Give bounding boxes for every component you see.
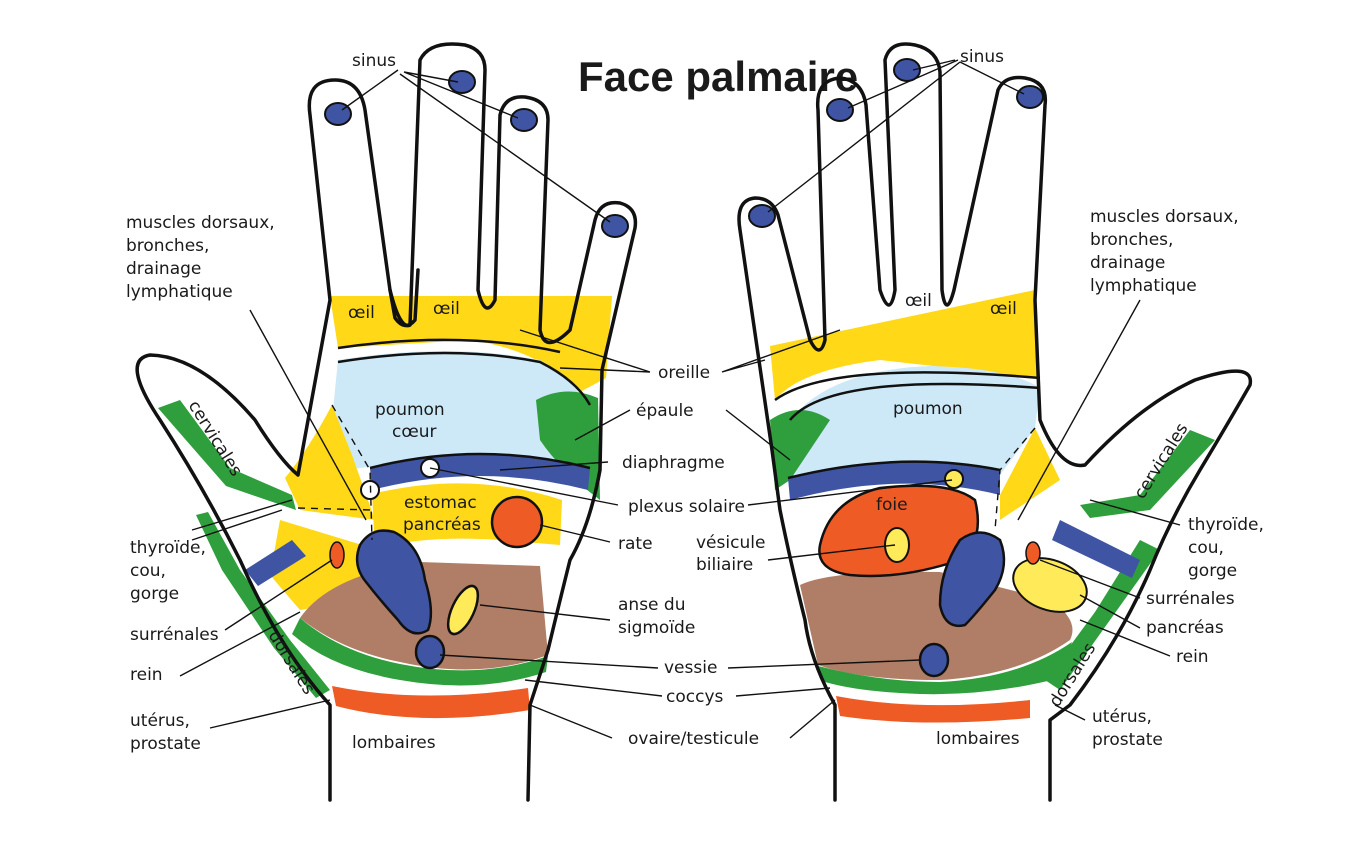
left-muscles-label-1: muscles dorsaux, [126,213,275,233]
left-muscles-label-4: lymphatique [126,282,233,302]
ovaire-label: ovaire/testicule [628,729,759,749]
right-oeil-label-2: œil [990,299,1017,319]
right-surrenales-label: surrénales [1146,589,1235,609]
left-lumbar-orange [332,686,530,719]
diagram-title: Face palmaire [578,53,858,100]
right-blue-bar [1052,520,1140,578]
right-plexus-dot [944,469,964,489]
vesicule-label-1: vésicule [696,533,765,553]
coccys-label: coccys [666,687,724,707]
right-vessie-dot [918,642,950,678]
right-intestine-zone [800,571,1073,680]
plexus-solaire-label: plexus solaire [628,497,745,517]
left-oeil-label-2: œil [433,299,460,319]
left-hand-outline [135,42,638,802]
left-coeur-label: cœur [392,422,437,442]
left-cervical-strip [158,400,296,510]
left-estomac-label: estomac [404,493,477,513]
right-pancreas-label: pancréas [1146,618,1224,638]
right-oeil-label-1: œil [905,291,932,311]
diaphragme-label: diaphragme [622,453,725,473]
left-uterus-label-1: utérus, [130,711,190,731]
rate-label: rate [618,534,653,554]
vesicule-label-2: biliaire [696,555,753,575]
right-sinus-dot-2 [1016,85,1044,109]
left-surrenales-label: surrénales [130,625,219,645]
left-oeil-label-1: œil [348,303,375,323]
right-thyroide-label-3: gorge [1188,561,1237,581]
left-blue-bar [245,540,306,586]
right-muscles-label-4: lymphatique [1090,276,1197,296]
right-surrenale-dot [1025,541,1041,565]
sinus-left-label: sinus [352,51,396,71]
left-green-band [292,618,548,686]
right-lung-zone [790,366,1040,490]
right-uterus-label-1: utérus, [1092,707,1152,727]
left-rein-label: rein [130,665,163,685]
left-sinus-dot-3 [510,108,538,132]
right-sinus-dot-4 [748,204,776,228]
right-sinus-dot-1 [893,58,921,82]
left-pancreas-label: pancréas [403,515,481,535]
left-sinus-dot-2 [448,70,476,94]
left-heart-yellow [285,405,375,520]
anse-label-2: sigmoïde [618,618,695,638]
right-hand [737,42,1253,802]
right-green-band [818,642,1072,695]
right-vesicule-oval [884,527,910,563]
right-diaphragm-band [788,461,1000,500]
left-rate-dot [490,495,544,549]
right-uterus-label-2: prostate [1092,730,1163,750]
left-poumon-label: poumon [375,400,445,420]
right-lumbar-orange [836,696,1030,723]
left-sigmoide-oval [446,584,480,636]
left-thyroide-label-1: thyroïde, [130,538,206,558]
right-muscles-label-2: bronches, [1090,230,1173,250]
left-lung-zone [332,351,588,470]
right-yellow-thyro [1000,428,1060,520]
left-muscles-label-2: bronches, [126,236,209,256]
right-muscles-label-3: drainage [1090,253,1165,273]
oreille-label: oreille [658,363,710,383]
left-uterus-label-2: prostate [130,734,201,754]
right-sinus-dot-3 [826,98,854,122]
left-surrenale-dot [329,541,345,569]
right-hand-outline [737,42,1253,802]
left-thyroide-label-3: gorge [130,584,179,604]
right-shoulder-zone [770,410,830,490]
left-thyroide-label-2: cou, [130,561,166,581]
right-lombaires-label: lombaires [936,729,1020,749]
right-thyroide-label-1: thyroïde, [1188,515,1264,535]
right-eye-band [770,290,1040,400]
vessie-label: vessie [664,658,717,678]
right-thyroide-label-2: cou, [1188,538,1224,558]
left-lombaires-label: lombaires [352,733,436,753]
sinus-right-label: sinus [960,47,1004,67]
right-foie-label: foie [876,495,908,515]
leader-lines [179,59,1181,739]
right-cervical-strip [1080,430,1215,518]
right-poumon-label: poumon [893,399,963,419]
left-muscles-label-3: drainage [126,259,201,279]
anse-label-1: anse du [618,595,685,615]
right-bladder-organ [938,531,1006,628]
right-muscles-label-1: muscles dorsaux, [1090,207,1239,227]
right-rein-label: rein [1176,647,1209,667]
epaule-label: épaule [636,401,694,421]
left-vessie-dot [414,634,446,670]
left-bladder-organ [355,529,433,635]
